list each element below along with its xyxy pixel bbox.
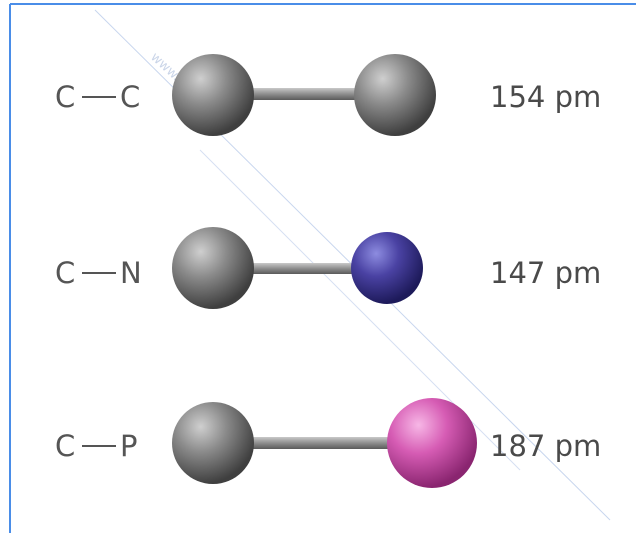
atom-nitrogen: [351, 232, 423, 304]
bond-stick: [210, 88, 395, 100]
bond-label-atom-b: N: [120, 256, 142, 290]
atom-carbon: [172, 227, 254, 309]
bond-length-label: 187 pm: [490, 429, 601, 463]
bond-label-atom-a: C: [55, 80, 75, 114]
bond-length-label: 154 pm: [490, 80, 601, 114]
bond-label-atom-b: C: [120, 80, 140, 114]
bond-row-c-c: C C 154 pm: [55, 54, 601, 136]
atom-carbon: [172, 54, 254, 136]
bond-row-c-n: C N 147 pm: [55, 227, 601, 309]
bond-label-atom-b: P: [120, 429, 138, 463]
bond-label-atom-a: C: [55, 256, 75, 290]
bond-stick: [210, 263, 390, 274]
atom-phosphorus: [387, 398, 477, 488]
bond-stick: [210, 437, 435, 449]
bond-length-label: 147 pm: [490, 256, 601, 290]
bond-label-atom-a: C: [55, 429, 75, 463]
atom-carbon: [172, 402, 254, 484]
bond-row-c-p: C P 187 pm: [55, 398, 601, 488]
atom-carbon: [354, 54, 436, 136]
